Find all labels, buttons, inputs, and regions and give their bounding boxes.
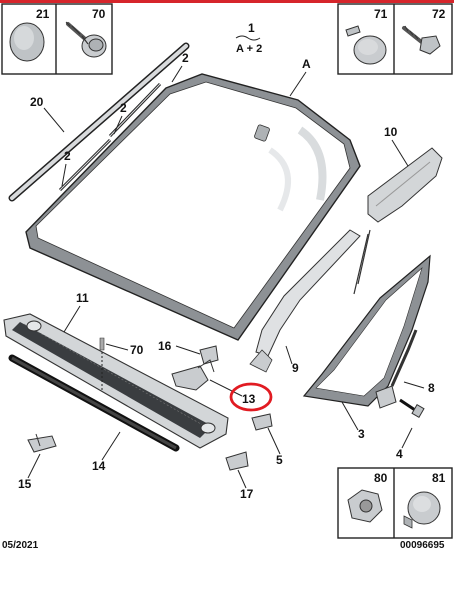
a-pillar-trim: [249, 229, 361, 373]
leader-16: [175, 345, 201, 355]
callout-2-mid: 2: [120, 101, 127, 115]
clip-16: [199, 345, 219, 365]
callout-5: 5: [276, 453, 283, 467]
callout-15: 15: [18, 477, 32, 491]
leader-10: [391, 139, 409, 167]
leader-8: [403, 381, 425, 389]
title-callout-number: 1: [248, 21, 255, 35]
callout-20: 20: [30, 95, 44, 109]
leader-11: [63, 305, 81, 333]
leader-4: [401, 427, 413, 449]
roof-moulding: [8, 42, 190, 202]
quarter-glass: [302, 254, 431, 407]
callout-70-diagram: 70: [130, 343, 144, 357]
callout-9: 9: [292, 361, 299, 375]
callout-71: 71: [374, 7, 388, 21]
leader-5: [267, 427, 281, 455]
leader-3: [341, 401, 359, 431]
leader-2-mid: [113, 115, 123, 135]
nut-icon: [347, 489, 383, 523]
screw-icon: [65, 21, 107, 58]
side-seals: [58, 82, 162, 192]
clip-4: [399, 398, 425, 419]
leader-14: [101, 431, 121, 461]
clip-5: [251, 413, 273, 431]
callout-81: 81: [432, 471, 446, 485]
bracket-15: [27, 433, 57, 453]
bracket-13: [171, 359, 215, 391]
leader-2-low: [61, 163, 67, 187]
title-callout-sub: A + 2: [236, 43, 262, 55]
title-brace: [235, 35, 261, 41]
bolt-icon: [402, 25, 441, 55]
callout-72: 72: [432, 7, 446, 21]
callout-80: 80: [374, 471, 388, 485]
grommet-icon: [9, 22, 45, 62]
leader-13: [209, 379, 243, 397]
leader-A: [289, 71, 307, 97]
quarter-seal: [375, 329, 418, 409]
push-clip-icon: [345, 25, 387, 65]
parts-box-top-left: 21 70: [1, 3, 113, 75]
callout-70-box: 70: [92, 7, 106, 21]
cowl-seal: [8, 354, 180, 452]
highlight-circle: [229, 382, 273, 412]
parts-box-top-right: 71 72: [337, 3, 453, 75]
leader-20: [43, 107, 65, 133]
clip-17: [225, 451, 249, 471]
windscreen: [25, 73, 361, 341]
footer-ref: 00096695: [400, 540, 445, 551]
callout-21: 21: [36, 7, 50, 21]
callout-10: 10: [384, 125, 398, 139]
parts-box-bottom-right: 80 81: [337, 467, 453, 539]
callout-2-top: 2: [182, 51, 189, 65]
callout-14: 14: [92, 459, 106, 473]
callout-13: 13: [242, 392, 256, 406]
leader-15: [27, 453, 41, 479]
pillar-bracket: [353, 147, 443, 295]
callout-16: 16: [158, 339, 172, 353]
callout-2-low: 2: [64, 149, 71, 163]
callout-11: 11: [76, 291, 89, 305]
top-red-bar: [0, 0, 454, 3]
callout-17: 17: [240, 487, 254, 501]
screw-70-icon: [99, 337, 105, 392]
rivet-cap-icon: [403, 491, 441, 529]
cowl-grille: [3, 313, 229, 449]
footer-date: 05/2021: [2, 540, 39, 551]
leader-2-top: [171, 65, 183, 83]
callout-4: 4: [396, 447, 403, 461]
callout-A: A: [302, 57, 311, 71]
leader-70: [105, 343, 129, 351]
callout-8: 8: [428, 381, 435, 395]
leader-9: [285, 345, 293, 365]
leader-17: [237, 469, 247, 489]
callout-3: 3: [358, 427, 365, 441]
